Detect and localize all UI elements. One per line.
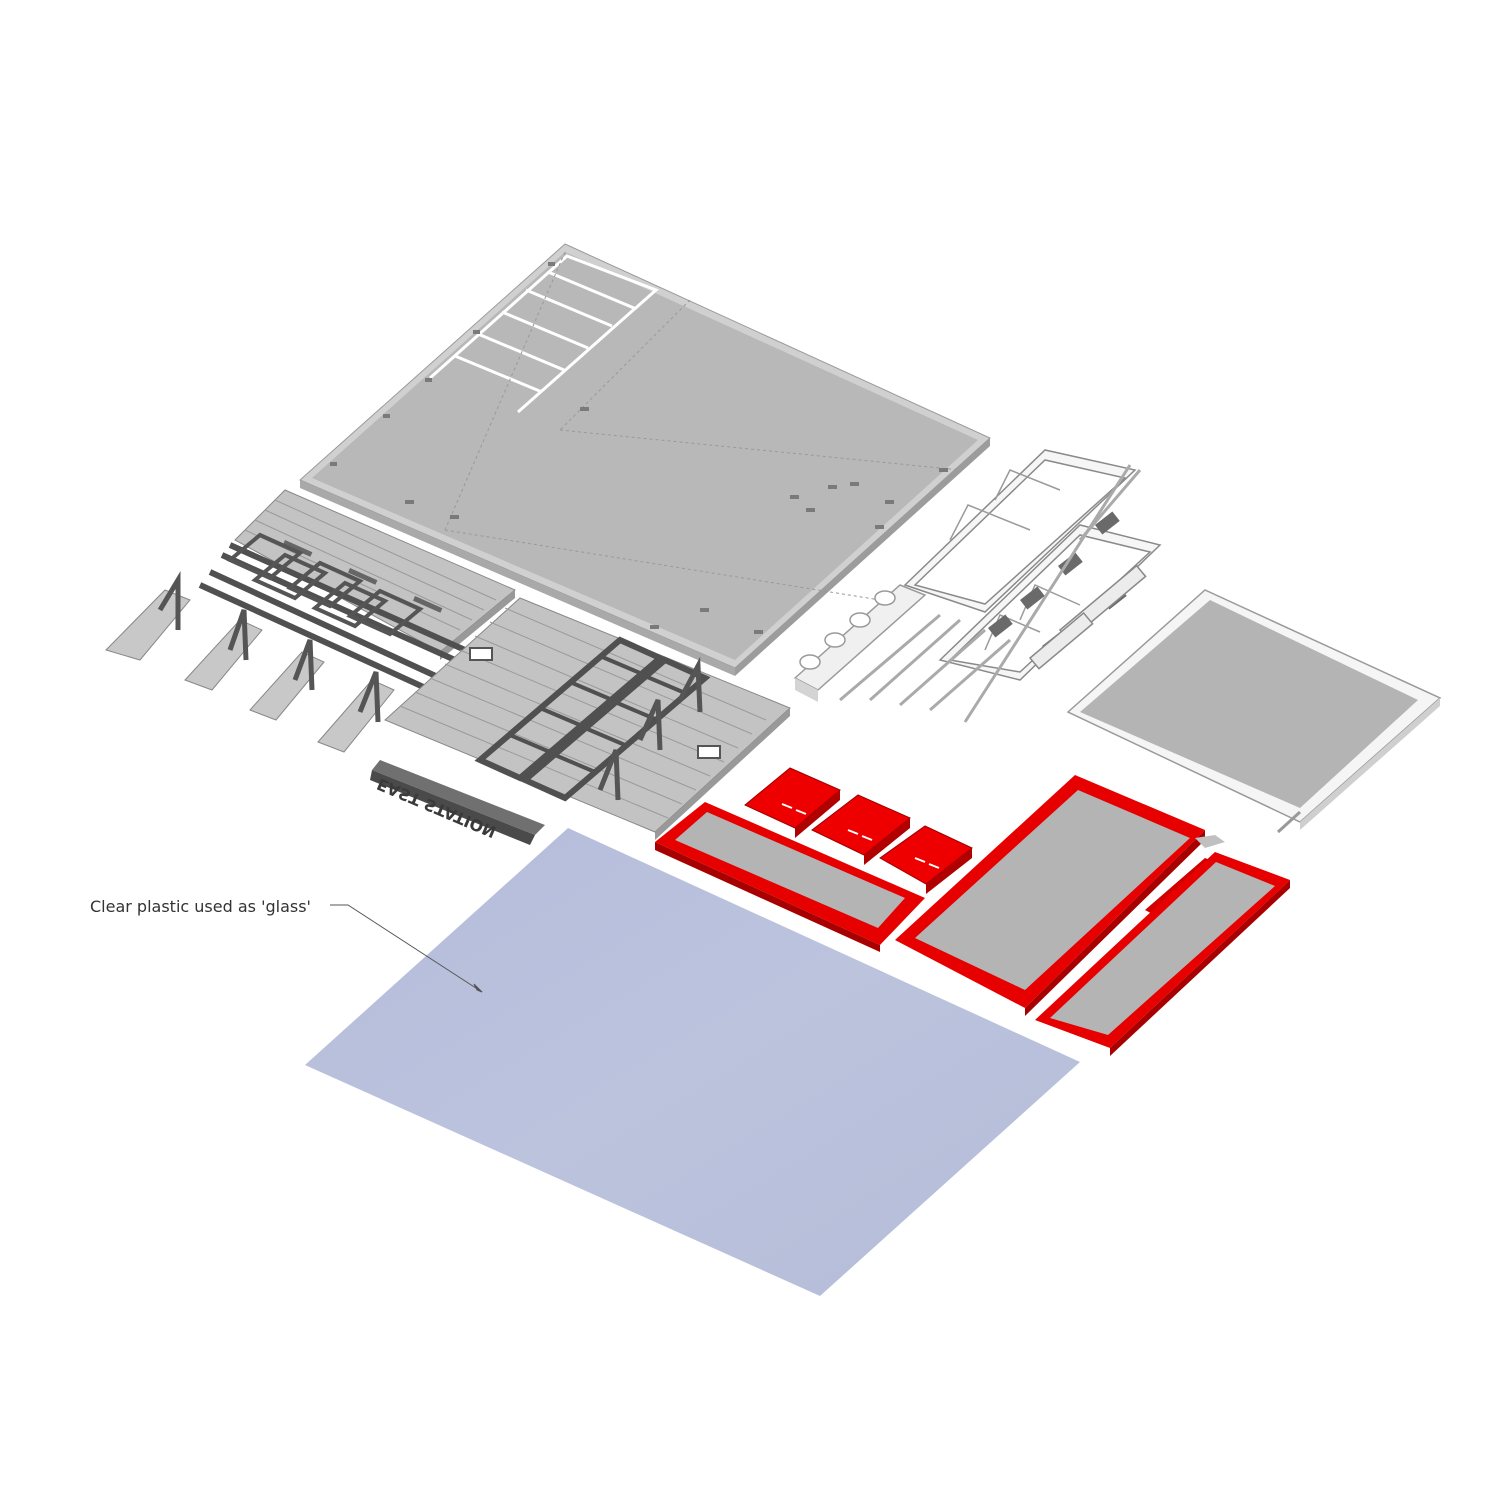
red-frame-small <box>1035 852 1290 1056</box>
red-door-2 <box>811 794 911 865</box>
platform-canopy-roof-2 <box>384 597 791 840</box>
roof-base-panel <box>299 243 991 676</box>
glass-callout-label: Clear plastic used as 'glass' <box>90 897 311 916</box>
red-door-1 <box>744 767 841 838</box>
white-chimneys <box>793 584 927 702</box>
white-window-frames <box>903 449 1162 681</box>
platform-canopy-frame <box>105 532 467 753</box>
red-wall-frames <box>655 775 1290 1056</box>
frame-rails <box>839 464 1142 723</box>
red-door-3 <box>879 825 973 894</box>
glass-sheet <box>305 828 1080 1296</box>
red-frame-long <box>655 802 925 952</box>
wall-panel-square <box>1066 589 1442 834</box>
callout-leader <box>330 904 483 993</box>
red-doors <box>744 767 973 894</box>
